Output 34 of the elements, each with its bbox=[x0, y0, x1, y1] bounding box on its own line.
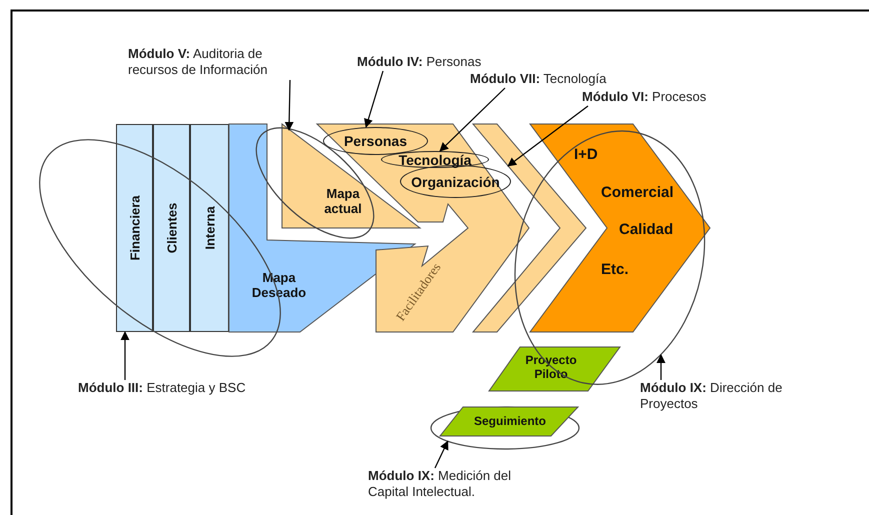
shape-label: Etc. bbox=[601, 261, 629, 278]
callout-text: Módulo IX: Medición del Capital Intelectual. bbox=[368, 468, 538, 502]
leader-arrow bbox=[434, 440, 448, 468]
perspective-column bbox=[190, 124, 229, 332]
leader-arrow bbox=[120, 331, 130, 380]
ellipse-outline bbox=[431, 407, 579, 449]
shape-label: I+D bbox=[574, 146, 598, 163]
callout-text: Módulo IX: Dirección de Proyectos bbox=[640, 380, 840, 414]
column-label: Interna bbox=[202, 206, 217, 250]
perspective-column bbox=[116, 124, 153, 332]
oval-outline bbox=[381, 151, 489, 168]
shape-label: Comercial bbox=[601, 184, 674, 201]
column-label: Clientes bbox=[164, 202, 179, 254]
column-label: Financiera bbox=[127, 195, 142, 261]
shape-label: Mapa actual bbox=[323, 186, 363, 216]
leader-arrow bbox=[364, 70, 384, 128]
oval-outline bbox=[323, 127, 428, 155]
chevron-shape bbox=[530, 124, 710, 332]
shape-label: Seguimiento bbox=[472, 414, 547, 428]
callout-text: Módulo VII: Tecnología bbox=[470, 71, 642, 88]
callout-text: Módulo III: Estrategia y BSC bbox=[78, 380, 253, 414]
leader-arrow bbox=[507, 106, 588, 167]
shape-label: Calidad bbox=[619, 221, 674, 238]
leader-arrow bbox=[284, 80, 294, 131]
callout-text: Módulo VI: Procesos bbox=[582, 89, 742, 106]
perspective-column bbox=[153, 124, 190, 332]
parallelogram-shape bbox=[440, 407, 578, 436]
callout-text: Módulo V: Auditoria de recursos de Información bbox=[128, 46, 313, 80]
oval-label: Tecnología bbox=[398, 152, 472, 168]
oval-label: Personas bbox=[344, 133, 408, 149]
callout-text: Módulo IV: Personas bbox=[357, 54, 507, 71]
leader-arrow bbox=[656, 354, 666, 380]
leader-arrow bbox=[439, 88, 506, 152]
parallelogram-shape bbox=[489, 347, 620, 391]
